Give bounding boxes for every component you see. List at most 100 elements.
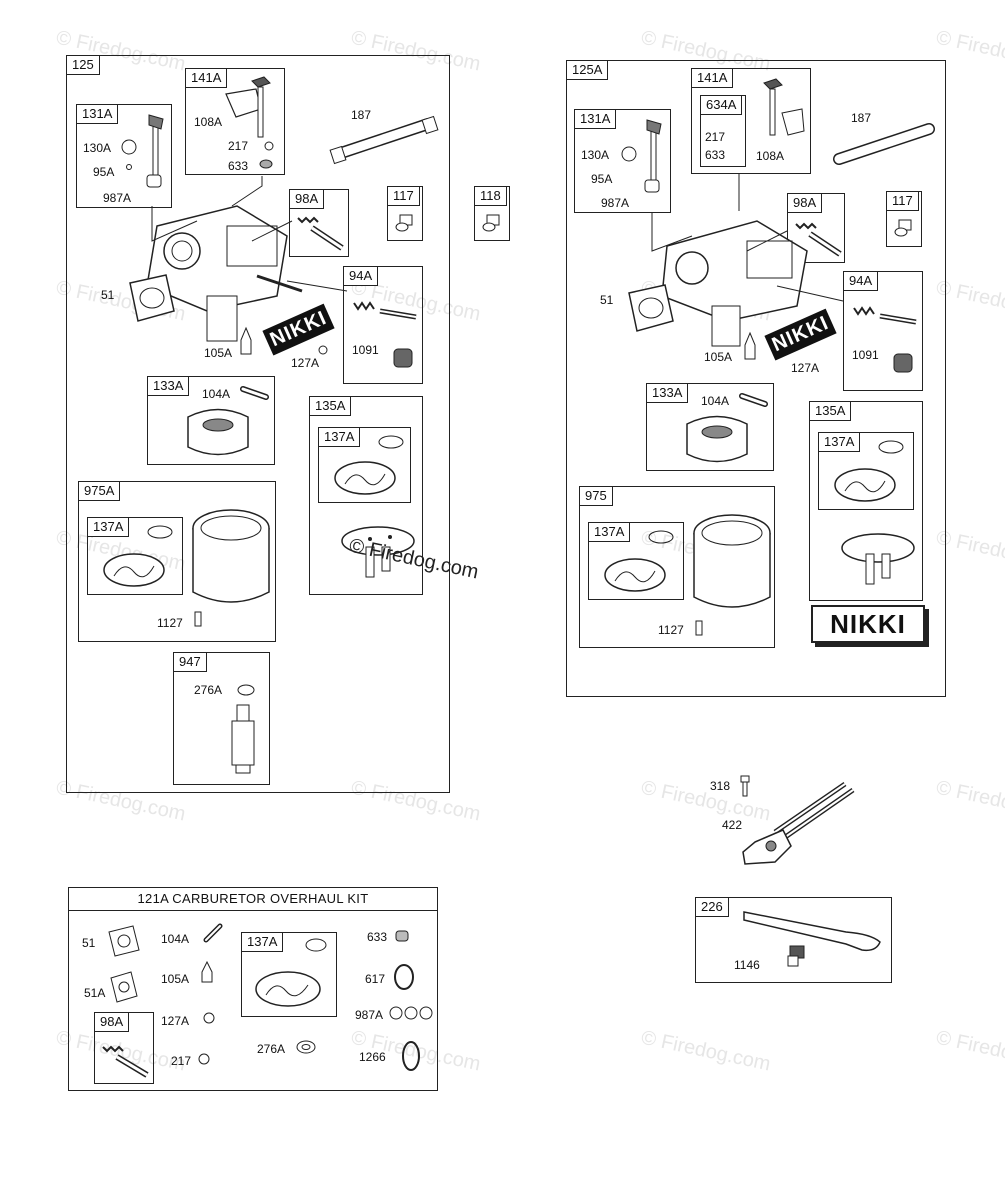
o-ring-drawing [394, 964, 414, 990]
idle-screw-drawing [795, 222, 842, 257]
part-label: 104A [161, 932, 190, 946]
part-label: 51A [84, 986, 106, 1000]
idle-screw-drawing [102, 1045, 149, 1078]
part-label: 127A [791, 361, 820, 375]
needle-drawing [240, 326, 252, 355]
part-label: 1146 [734, 958, 760, 972]
panel-125: 125 141A 108A 217 633 187 131A 130A 95A … [66, 55, 450, 793]
washers-drawing [389, 1006, 433, 1020]
part-label: 105A [704, 350, 733, 364]
group-tag: 131A [575, 110, 617, 129]
part-label: 127A [161, 1014, 190, 1028]
part-label: 217 [705, 130, 726, 144]
part-label: 633 [228, 159, 249, 173]
choke-shaft-drawing [225, 76, 274, 169]
group-137a: 137A [318, 427, 411, 503]
group-tag: 131A [77, 105, 119, 124]
group-634a: 634A 217 633 [700, 95, 746, 167]
group-tag: 94A [844, 272, 879, 291]
o-ring-drawing [402, 1041, 420, 1071]
part-label: 1091 [852, 348, 879, 362]
float-bowl-plate-drawing [841, 533, 915, 585]
screw-drawing [894, 219, 912, 237]
solenoid-drawing [353, 301, 417, 368]
leader-lines [651, 174, 844, 302]
part-label: 187 [351, 108, 372, 122]
group-tag: 137A [319, 428, 361, 447]
carburetor-body-drawing [146, 205, 303, 342]
group-tag: 94A [344, 267, 379, 286]
group-tag: 118 [475, 187, 507, 206]
panel-tag: 125 [67, 56, 100, 75]
group-118: 118 [474, 186, 510, 241]
part-label: 130A [83, 141, 112, 155]
group-135a: 135A 137A [809, 401, 923, 601]
part-label: 617 [365, 972, 386, 986]
group-137a: 137A [241, 932, 337, 1017]
part-label: 108A [756, 149, 785, 163]
group-tag: 117 [887, 192, 919, 211]
solenoid-drawing [853, 306, 917, 373]
gasket-drawing [129, 274, 175, 322]
part-label: 51 [600, 293, 614, 307]
group-141a: 141A 634A 217 633 108A [691, 68, 811, 174]
part-label: 633 [705, 148, 726, 162]
idle-screw-drawing [297, 216, 344, 251]
part-label: 95A [591, 172, 613, 186]
needle-drawing [201, 960, 213, 983]
group-131a: 131A 130A 95A 987A [574, 109, 671, 213]
choke-shaft-drawing [763, 78, 805, 136]
float-bowl-plate-drawing [341, 526, 415, 578]
group-tag: 975A [79, 482, 121, 501]
group-tag: 137A [819, 433, 861, 452]
plug-drawing [203, 1012, 215, 1024]
part-label: 104A [701, 394, 730, 408]
part-label: 1091 [352, 343, 379, 357]
part-label: 276A [257, 1042, 286, 1056]
gasket-drawing [628, 284, 674, 332]
part-label: 187 [851, 111, 872, 125]
float-drawing [686, 393, 768, 463]
panel-tag: 125A [567, 61, 609, 80]
part-label: 987A [601, 196, 630, 210]
throttle-shaft-drawing [621, 119, 662, 193]
group-131a: 131A 130A 95A 987A [76, 104, 172, 208]
part-label: 130A [581, 148, 610, 162]
group-94a: 94A 1091 [343, 266, 423, 384]
screw-drawing [482, 214, 500, 232]
group-tag: 947 [174, 653, 207, 672]
group-141a: 141A 108A 217 633 [185, 68, 285, 175]
carburetor-body-drawing [661, 220, 808, 347]
group-tag: 133A [647, 384, 689, 403]
group-tag: 137A [589, 523, 631, 542]
leader-lines [151, 176, 348, 292]
gasket-set-drawing [604, 530, 674, 592]
group-135a: 135A 137A [309, 396, 423, 595]
group-226: 226 1146 [695, 897, 892, 983]
plug-drawing [318, 345, 328, 355]
group-137a: 137A [588, 522, 684, 600]
group-98a: 98A [289, 189, 349, 257]
group-tag: 135A [310, 397, 352, 416]
group-tag: 98A [290, 190, 325, 209]
group-tag: 98A [788, 194, 823, 213]
part-label: 104A [202, 387, 231, 401]
part-label: 108A [194, 115, 223, 129]
nikki-logo: NIKKI [811, 605, 925, 643]
gasket-set-drawing [334, 435, 404, 495]
gasket-drawing [108, 925, 140, 1003]
group-98a: 98A [787, 193, 845, 263]
part-label: 987A [103, 191, 132, 205]
seal-drawing [395, 930, 409, 942]
part-label: 1127 [157, 616, 183, 630]
watermark-text: © Firedog.com [934, 776, 1005, 826]
gasket-set-drawing [255, 938, 327, 1007]
linkage-drawing [740, 775, 855, 865]
part-label: 51 [101, 288, 115, 302]
group-117: 117 [886, 191, 922, 247]
screw-drawing [395, 214, 413, 232]
group-tag: 141A [692, 69, 734, 88]
breather-tube-drawing [329, 115, 439, 165]
part-label: 105A [204, 346, 233, 360]
part-label: 95A [93, 165, 115, 179]
